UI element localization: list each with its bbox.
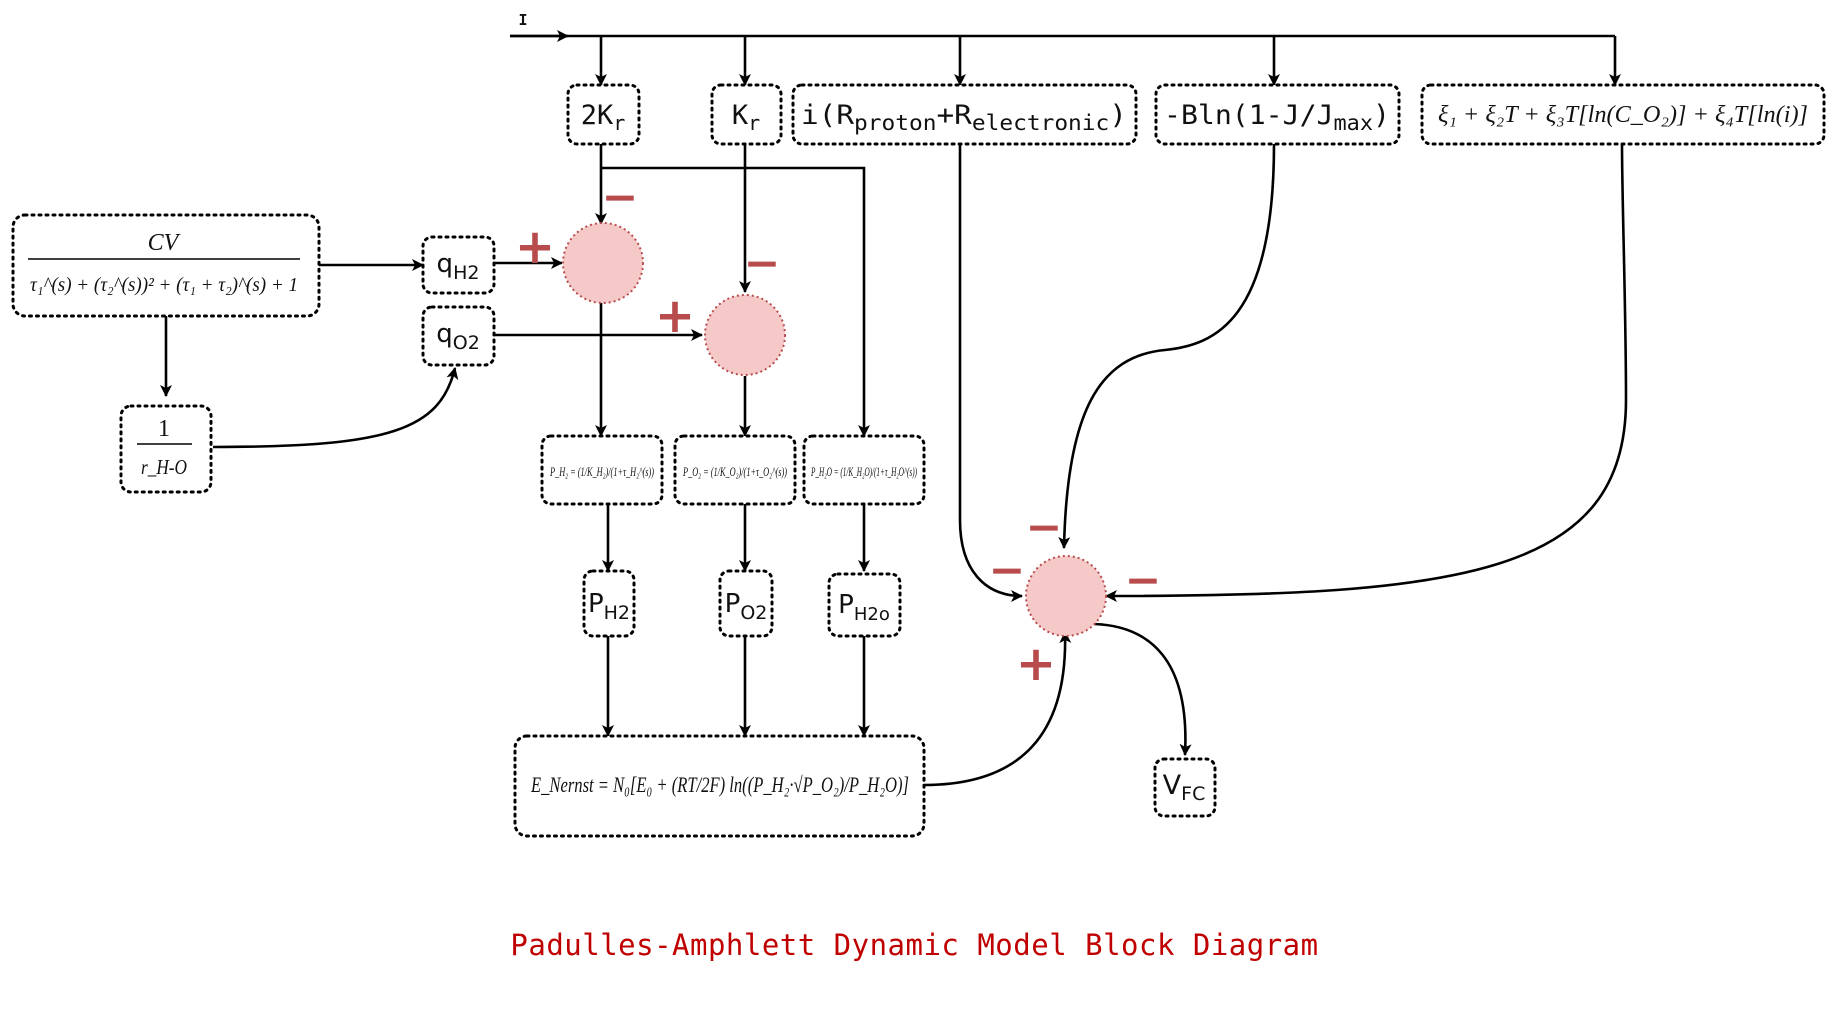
block-kr: Kr	[710, 83, 783, 146]
block-2kr-label: 2K	[581, 100, 614, 131]
block-concentration-frame	[1154, 83, 1401, 146]
svg-text:PH2: PH2	[588, 589, 630, 624]
block-kr-frame	[710, 83, 783, 146]
minus-sign-kr: −	[744, 238, 781, 289]
block-2kr-frame	[566, 83, 641, 146]
block-nernst: E_Nernst = N₀[E₀ + (RT/2F) ln((P_H₂·√P_O…	[513, 734, 926, 838]
wire-activation-to-sum3	[1105, 143, 1628, 602]
block-ohmic-label-start: i(R	[801, 100, 855, 131]
sum-junction-voltage	[1025, 555, 1107, 637]
wire-ohmic-to-sum3	[958, 144, 1023, 602]
p-h2-transfer-formula: P_H₂ = (1/K_H₂)/(1+τ_H₂^(s))	[549, 464, 654, 479]
block-p-h2-subscript: H2	[604, 602, 630, 624]
minus-sign-activation: −	[1125, 555, 1162, 606]
svg-text:PO2: PO2	[725, 589, 768, 624]
block-q-h2-frame	[421, 235, 496, 295]
block-vfc: VFC	[1153, 757, 1217, 818]
block-p-o2-transfer: P_O₂ = (1/K_O₂)/(1+τ_O₂^(s))	[673, 434, 797, 506]
wire-ratio-to-qo2	[212, 367, 459, 449]
ratio-numerator: 1	[158, 416, 170, 442]
svg-text:qH2: qH2	[437, 249, 480, 284]
block-ohmic-subscript-proton: proton	[854, 111, 936, 135]
plus-sign-nernst: +	[1016, 636, 1056, 692]
sum-junction-o2	[704, 294, 786, 376]
block-q-h2-label: q	[437, 249, 454, 279]
block-2kr: 2Kr	[566, 83, 641, 146]
svg-text:VFC: VFC	[1163, 770, 1206, 805]
block-ratio: 1 r_H-O	[119, 404, 213, 494]
block-p-h2-label: P	[588, 589, 604, 619]
block-transfer-function: CV τ₁^(s) + (τ₂^(s))² + (τ₁ + τ₂)^(s) + …	[11, 213, 321, 318]
svg-text:2Kr: 2Kr	[581, 100, 626, 135]
wire-conc-to-sum3	[1058, 143, 1276, 549]
block-q-o2-subscript: O2	[453, 332, 480, 354]
block-activation-frame	[1420, 83, 1826, 146]
block-p-h2-frame	[582, 569, 636, 638]
block-p-h2o-transfer: P_H₂O = (1/K_H₂O)/(1+τ_H₂O^(s))	[802, 434, 926, 506]
block-activation: ξ₁ + ξ₂T + ξ₃T[ln(C_O₂)] + ξ₄T[ln(i)]	[1420, 83, 1826, 146]
nernst-formula: E_Nernst = N₀[E₀ + (RT/2F) ln((P_H₂·√P_O…	[530, 772, 909, 797]
block-transfer-frame	[11, 213, 321, 318]
block-kr-subscript: r	[748, 111, 760, 135]
svg-text:Kr: Kr	[732, 100, 760, 135]
block-ohmic-label-end: )	[1109, 100, 1127, 131]
block-p-h2o-frame	[827, 572, 902, 638]
block-p-o2-transfer-frame	[673, 434, 797, 506]
svg-text:PH2o: PH2o	[838, 590, 890, 625]
block-p-h2-transfer-frame	[540, 434, 664, 506]
input-label: I	[518, 11, 527, 29]
block-ohmic-label-mid: +R	[937, 100, 973, 131]
p-h2o-transfer-formula: P_H₂O = (1/K_H₂O)/(1+τ_H₂O^(s))	[810, 464, 917, 479]
transfer-denominator: τ₁^(s) + (τ₂^(s))² + (τ₁ + τ₂)^(s) + 1	[30, 274, 298, 296]
block-ohmic-subscript-electronic: electronic	[972, 111, 1109, 135]
block-q-h2-subscript: H2	[453, 262, 479, 284]
block-vfc-frame	[1153, 757, 1217, 818]
block-p-o2-frame	[718, 569, 774, 638]
block-activation-formula: ξ₁ + ξ₂T + ξ₃T[ln(C_O₂)] + ξ₄T[ln(i)]	[1438, 102, 1808, 128]
block-concentration-label-end: )	[1373, 100, 1390, 131]
minus-sign-concentration: −	[1026, 502, 1063, 553]
connections	[160, 30, 1628, 787]
block-2kr-subscript: r	[613, 111, 625, 135]
block-p-h2o-transfer-frame	[802, 434, 926, 506]
block-kr-label: K	[732, 100, 749, 131]
block-p-h2o: PH2o	[827, 572, 902, 638]
block-ratio-frame	[119, 404, 213, 494]
block-nernst-frame	[513, 734, 926, 838]
block-p-o2-subscript: O2	[740, 602, 767, 624]
block-concentration-label: -Bln(1-J/J	[1164, 100, 1333, 131]
diagram-caption: Padulles-Amphlett Dynamic Model Block Di…	[510, 928, 1319, 962]
wire-sum3-to-vfc	[1093, 622, 1192, 756]
plus-sign-qh2: +	[515, 219, 555, 275]
block-q-o2-label: q	[436, 319, 453, 349]
minus-sign-ohmic: −	[989, 545, 1026, 596]
p-o2-transfer-formula: P_O₂ = (1/K_O₂)/(1+τ_O₂^(s))	[682, 464, 787, 479]
block-q-h2: qH2	[421, 235, 496, 295]
ratio-denominator: r_H-O	[141, 455, 187, 479]
block-q-o2-frame	[421, 305, 496, 367]
block-p-h2o-label: P	[838, 590, 854, 620]
wire-2kr-to-ph2o-tf	[601, 166, 870, 437]
block-q-o2: qO2	[421, 305, 496, 367]
block-vfc-label: V	[1163, 770, 1182, 801]
block-p-h2o-subscript: H2o	[854, 604, 890, 625]
minus-sign-2kr: −	[602, 172, 639, 223]
svg-text:qO2: qO2	[436, 319, 480, 354]
block-concentration-subscript: max	[1333, 111, 1373, 135]
sum-junction-h2	[562, 222, 644, 304]
block-p-o2-label: P	[725, 589, 741, 619]
transfer-numerator: CV	[148, 230, 181, 256]
plus-sign-qo2: +	[655, 288, 695, 344]
wire-nernst-to-sum3	[923, 631, 1072, 787]
block-vfc-subscript: FC	[1181, 783, 1205, 805]
block-p-h2: PH2	[582, 569, 636, 638]
block-ohmic-frame	[791, 83, 1138, 146]
block-p-o2: PO2	[718, 569, 774, 638]
block-p-h2-transfer: P_H₂ = (1/K_H₂)/(1+τ_H₂^(s))	[540, 434, 664, 506]
